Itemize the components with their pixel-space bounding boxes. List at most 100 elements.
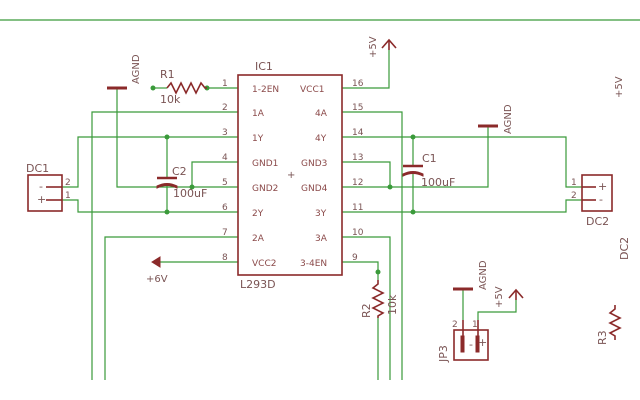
supply-arrow-icon (151, 256, 161, 268)
dc2-ref: DC2 (586, 215, 609, 228)
dc2-minus: - (599, 193, 603, 206)
ic1-value: L293D (240, 278, 276, 291)
ic1-pin-number: 8 (222, 253, 228, 263)
dc1-plus: + (37, 193, 46, 206)
pin13-wire (342, 161, 391, 187)
connector-body (581, 174, 613, 212)
pin2-wire (91, 111, 238, 380)
ic1-pin-number: 2 (222, 103, 228, 113)
pin15-wire (342, 111, 403, 380)
ic1-l293d[interactable]: IC1 L293D + 1 1-2EN 2 1A 3 1Y 4 GND1 5 G… (222, 60, 364, 291)
agnd-symbol-jp3: AGND (453, 260, 489, 291)
jumper-pin (475, 335, 480, 353)
wires (0, 19, 640, 380)
ic1-pin-name: 2Y (252, 209, 264, 219)
c2-value: 100uF (173, 187, 207, 200)
junction-dot (375, 269, 381, 275)
ic1-ref: IC1 (255, 60, 273, 73)
pin9-wire (342, 261, 379, 280)
c2-ref: C2 (172, 165, 187, 178)
jp3-pin-number: 2 (452, 320, 458, 330)
pin12-wire (342, 126, 489, 188)
jumper-pin (460, 335, 465, 353)
resistor-zigzag (608, 305, 622, 340)
ic1-pin-name: 1A (252, 109, 265, 119)
junction-dot (164, 209, 170, 215)
dc1-pin-number: 1 (65, 191, 71, 201)
ic1-pin-number: 9 (352, 253, 358, 263)
supply-5v-jp3: +5V (494, 286, 524, 308)
partial-right-edge: +5V DC2 R3 (596, 76, 631, 345)
partial-dc-label: DC2 (618, 237, 631, 260)
jp3-minus: - (469, 338, 473, 351)
pin10-wire (342, 236, 391, 380)
pin4-wire (191, 161, 238, 187)
resistor-zigzag (371, 280, 385, 318)
r3-ref: R3 (596, 330, 609, 345)
r1-value: 10k (160, 93, 181, 106)
connector-dc1[interactable]: DC1 2 1 - + (26, 162, 71, 212)
ic1-pin-number: 10 (352, 228, 364, 238)
ic1-pin-name: GND4 (301, 184, 328, 194)
resistor-r1[interactable]: R1 10k (160, 68, 207, 106)
jp3-5v-wire (477, 300, 517, 320)
capacitor-curved-plate (156, 183, 178, 189)
ic1-center-mark: + (287, 170, 295, 181)
ic1-pin-name: GND2 (252, 184, 278, 194)
junction-dot (164, 134, 170, 140)
dc1-pin-number: 2 (65, 178, 71, 188)
capacitor-c2[interactable]: C2 100uF (156, 165, 207, 200)
agnd-label: AGND (478, 260, 489, 290)
ic1-pin-name: 2A (252, 234, 265, 244)
jumper-jp3[interactable]: 2 1 - + JP3 (437, 320, 489, 363)
junction-dot (189, 184, 195, 190)
pin14-wire (342, 136, 582, 188)
connector-dc2[interactable]: DC2 1 2 + - (571, 174, 613, 228)
ic1-pin-name: 3Y (315, 209, 327, 219)
ic1-pin-name: VCC1 (300, 85, 324, 95)
supply-label: +6V (146, 274, 168, 285)
ic1-pin-number: 6 (222, 203, 228, 213)
agnd-symbol-c1: AGND (478, 104, 514, 134)
jp3-pin-number: 1 (472, 320, 478, 330)
jp3-plus: + (478, 336, 487, 349)
dc2-pin-number: 2 (571, 191, 577, 201)
pin16-wire (342, 50, 390, 89)
ic1-pin-name: 3A (315, 234, 328, 244)
junction-dot (387, 184, 393, 190)
agnd-label: AGND (131, 54, 142, 84)
ic1-pin-number: 11 (352, 203, 363, 213)
ic1-body (237, 74, 343, 276)
agnd-symbol-r1: AGND (107, 54, 142, 90)
ic1-pin-name: 4Y (315, 134, 327, 144)
resistor-r2[interactable]: R2 10k (360, 280, 399, 318)
c1-ref: C1 (422, 152, 437, 165)
supply-label: +5V (494, 286, 505, 308)
supply-5v-top: +5V (368, 36, 397, 58)
ic1-pin-number: 7 (222, 228, 228, 238)
pin11-wire (342, 199, 582, 213)
ic1-pin-number: 1 (222, 79, 228, 89)
connector-body (27, 174, 63, 212)
pin7-wire (104, 236, 238, 380)
capacitor-c1[interactable]: C1 100uF (402, 152, 455, 189)
jp3-ref: JP3 (437, 345, 450, 363)
partial-supply-label: +5V (614, 76, 625, 98)
pin3-wire (62, 136, 238, 188)
junction-dot (150, 85, 156, 91)
ic1-pin-number: 5 (222, 178, 228, 188)
dc1-ref: DC1 (26, 162, 49, 175)
r2-ref: R2 (360, 303, 373, 318)
capacitor-curved-plate (402, 171, 424, 177)
supply-6v: +6V (146, 256, 168, 285)
agnd-label: AGND (503, 104, 514, 134)
dc2-pin-number: 1 (571, 178, 577, 188)
ic1-pin-name: 4A (315, 109, 328, 119)
junction-dot (410, 209, 416, 215)
supply-label: +5V (368, 36, 379, 58)
ic1-pin-number: 3 (222, 128, 228, 138)
ic1-pin-name: VCC2 (252, 259, 276, 269)
ic1-pin-number: 14 (352, 128, 364, 138)
dc2-plus: + (598, 180, 607, 193)
